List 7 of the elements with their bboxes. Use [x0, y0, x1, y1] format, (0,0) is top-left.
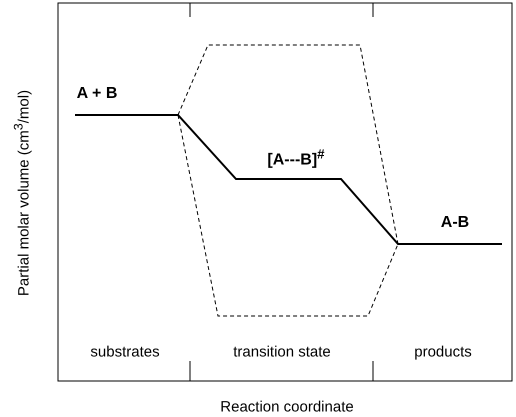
- region-label: substrates: [90, 344, 160, 360]
- region-label: products: [414, 344, 472, 360]
- species-label: A-B: [440, 214, 470, 232]
- species-label: [A---B]$^{#}$: [267, 146, 325, 170]
- species-label: A + B: [76, 85, 118, 103]
- axis-title: Reaction coordinate: [220, 398, 354, 416]
- region-label: transition state: [233, 344, 331, 360]
